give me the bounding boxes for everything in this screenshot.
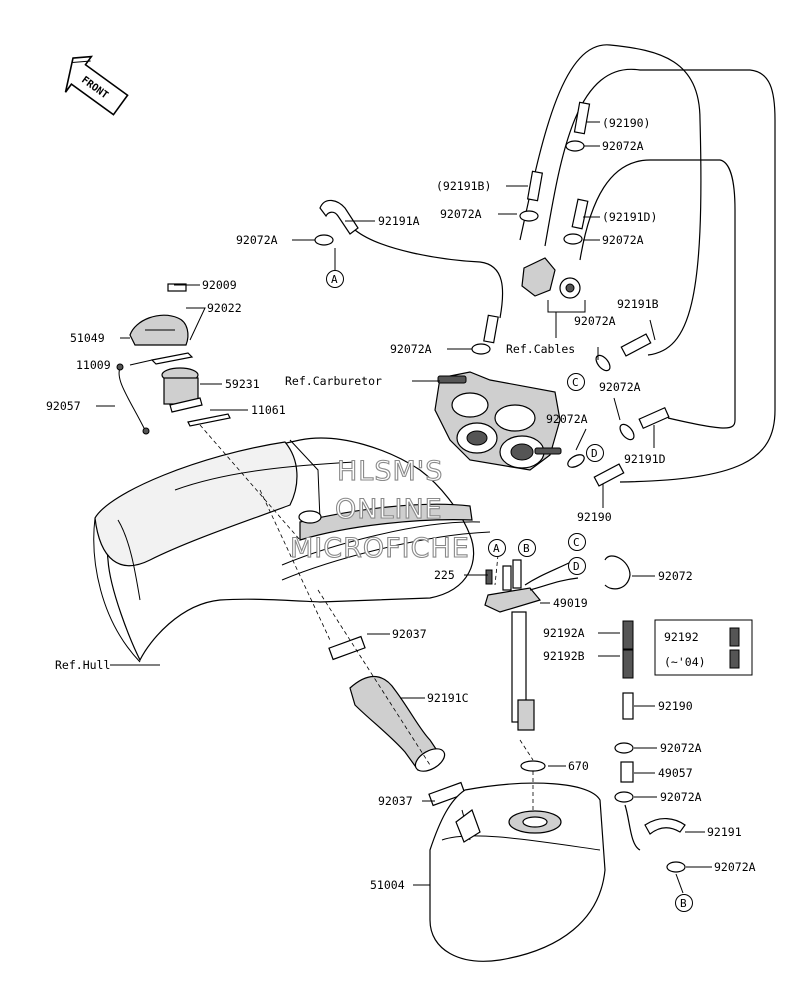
fuel-tank-51004	[429, 760, 606, 962]
label-92072a-7: 92072A	[599, 380, 641, 394]
label-92037-bot: 92037	[378, 794, 413, 808]
watermark-line-3: MICROFICHE	[290, 533, 470, 564]
label-92057: 92057	[46, 399, 81, 413]
leader-lines	[96, 121, 712, 894]
circled-letters: A C D A B C D B	[326, 270, 693, 912]
label-92191a: 92191A	[378, 214, 420, 228]
circle-d-mid: D	[591, 447, 598, 460]
label-92009: 92009	[202, 278, 237, 292]
dashed-assembly-lines	[199, 424, 534, 812]
label-92072a-3: 92072A	[236, 233, 278, 247]
circle-b-tap: B	[523, 542, 530, 555]
hull-ref	[93, 437, 491, 666]
label-92072a-1: 92072A	[602, 139, 644, 153]
label-92072a-10: 92072A	[660, 790, 702, 804]
label-92191b: 92191B	[617, 297, 659, 311]
label-92190-top: (92190)	[602, 116, 650, 130]
part-box-92192	[654, 619, 753, 676]
front-arrow-icon: FRONT	[64, 55, 129, 116]
label-ref-carburetor: Ref.Carburetor	[285, 374, 382, 388]
label-92191b-paren: (92191B)	[436, 179, 491, 193]
label-92192a: 92192A	[543, 626, 585, 640]
label-92192b: 92192B	[543, 649, 585, 663]
label-92072a-8: 92072A	[546, 412, 588, 426]
watermark-line-2: ONLINE	[335, 494, 443, 525]
label-ref-hull: Ref.Hull	[55, 658, 110, 672]
label-92072: 92072	[658, 569, 693, 583]
circle-c-mid: C	[572, 376, 579, 389]
hose-pieces	[483, 101, 670, 487]
label-92191d: 92191D	[624, 452, 666, 466]
filler-hose-92191c	[328, 635, 466, 807]
carburetor	[434, 371, 562, 471]
circle-a-left: A	[331, 273, 338, 286]
label-box-92192: 92192	[664, 630, 699, 644]
label-92072a-2: 92072A	[440, 207, 482, 221]
label-92037-top: 92037	[392, 627, 427, 641]
label-92072a-6: 92072A	[574, 314, 616, 328]
label-225: 225	[434, 568, 455, 582]
part-labels: (92190) 92072A (92191B) 92072A (92191D) …	[46, 116, 756, 892]
label-51004: 51004	[370, 878, 405, 892]
circle-d-tap: D	[573, 560, 580, 573]
label-11061: 11061	[251, 403, 286, 417]
fuel-sender-49019	[484, 559, 579, 731]
label-92190-mid: 92190	[577, 510, 612, 524]
label-92191c: 92191C	[427, 691, 469, 705]
label-92022: 92022	[207, 301, 242, 315]
right-side-parts	[604, 555, 686, 851]
label-92072a-5: 92072A	[390, 342, 432, 356]
hose-loops	[519, 44, 776, 483]
label-51049: 51049	[70, 331, 105, 345]
label-49019: 49019	[553, 596, 588, 610]
fuel-cap-assembly	[116, 283, 231, 435]
label-ref-cables: Ref.Cables	[506, 342, 575, 356]
label-92072a-11: 92072A	[714, 860, 756, 874]
label-59231: 59231	[225, 377, 260, 391]
label-92191d-paren: (92191D)	[602, 210, 657, 224]
label-box-note: (~'04)	[664, 655, 706, 669]
label-92191: 92191	[707, 825, 742, 839]
circle-c-tap: C	[573, 536, 580, 549]
label-49057: 49057	[658, 766, 693, 780]
label-670: 670	[568, 759, 589, 773]
watermark: HLSM'S ONLINE MICROFICHE	[289, 455, 470, 564]
watermark-line-1: HLSM'S	[337, 456, 443, 487]
label-11009: 11009	[76, 358, 111, 372]
label-92190-low: 92190	[658, 699, 693, 713]
hose-92191a	[319, 199, 504, 319]
fuel-valve-top	[521, 257, 586, 338]
circle-a-tap: A	[493, 542, 500, 555]
label-92072a-9: 92072A	[660, 741, 702, 755]
label-92072a-4: 92072A	[602, 233, 644, 247]
circle-b-bottom: B	[680, 897, 687, 910]
